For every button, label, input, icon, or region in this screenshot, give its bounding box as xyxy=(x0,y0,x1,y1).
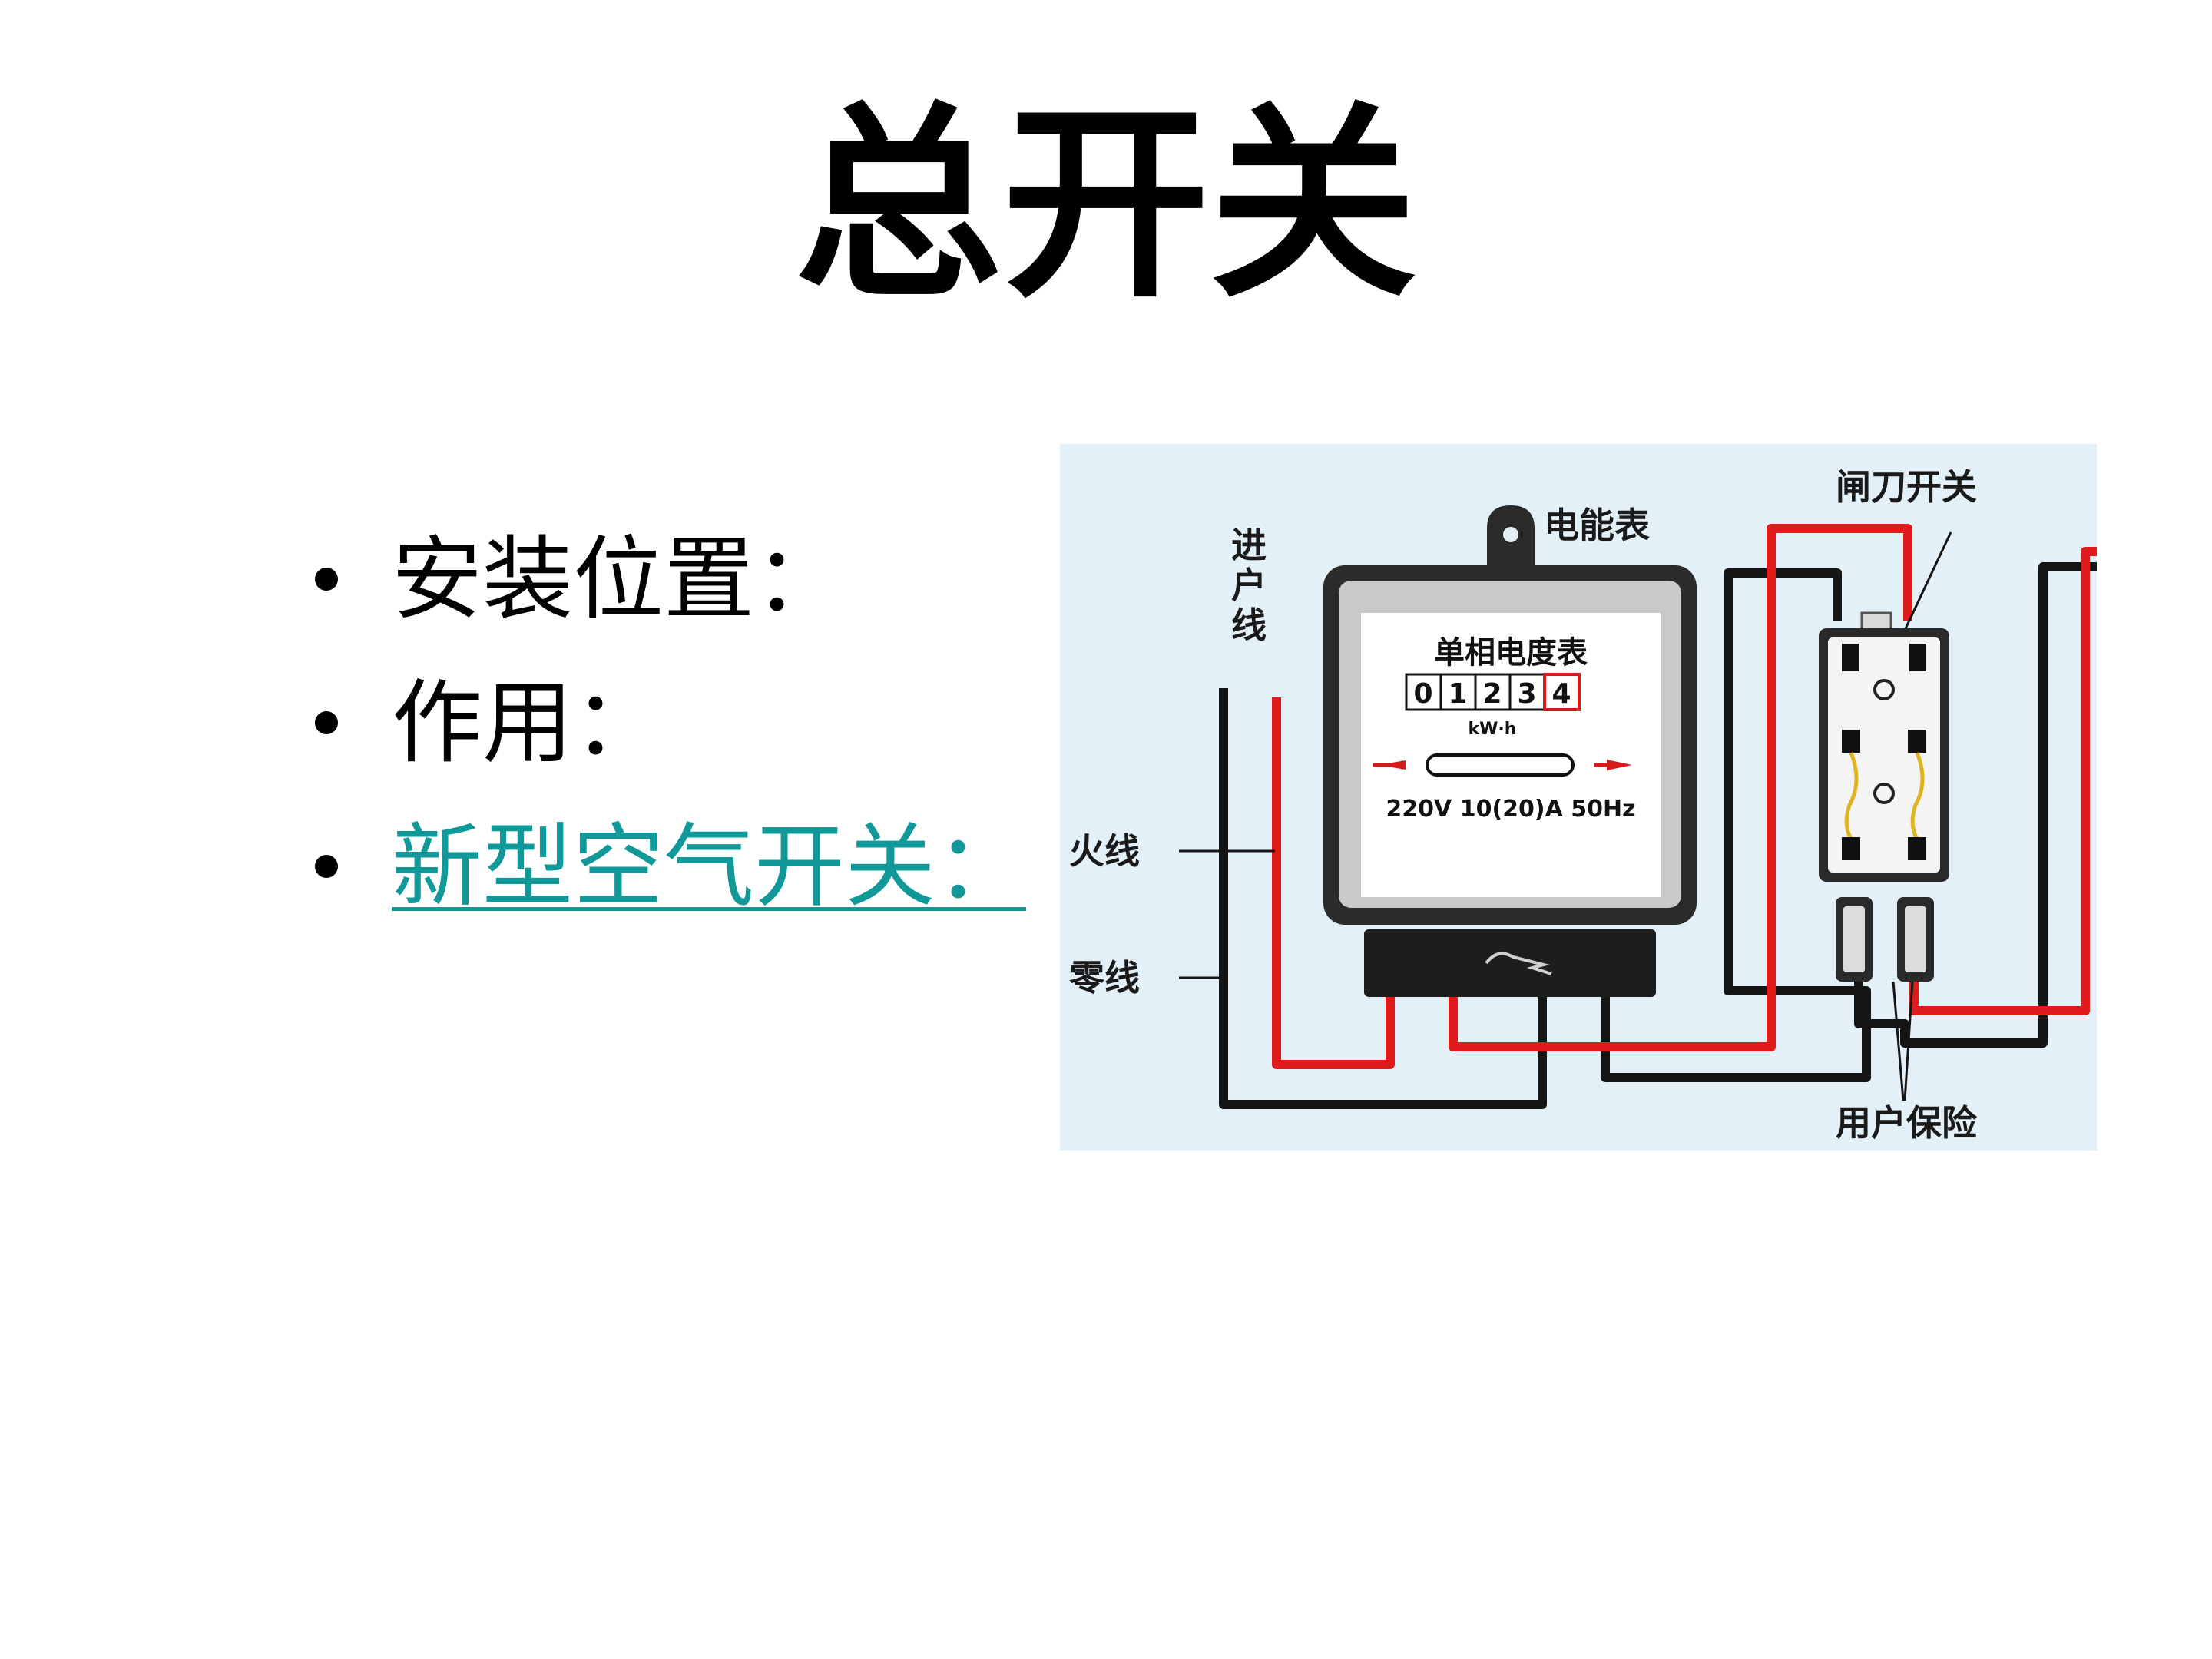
digit-box xyxy=(1508,673,1546,711)
air-switch-link[interactable]: 新型空气开关： xyxy=(392,813,1027,919)
bullet-text: 作用： xyxy=(392,669,664,776)
switch-top-clip xyxy=(1909,644,1926,671)
bullet-dot-icon xyxy=(315,854,338,878)
live-wires xyxy=(1272,524,2097,1069)
bullet-dot-icon xyxy=(315,567,338,591)
manufacturer-logo-icon xyxy=(1485,952,1552,975)
knife-switch xyxy=(1819,611,1949,982)
diagram-labels: 进 户 线 电能表 闸刀开关 火线 零线 用户保险 xyxy=(1069,466,1978,1144)
switch-bottom-clip xyxy=(1842,837,1860,860)
incoming-line-label: 线 xyxy=(1231,604,1267,646)
meter-digit: 2 xyxy=(1482,678,1502,710)
user-fuse-left-core xyxy=(1843,906,1865,972)
neutral-wire-out xyxy=(1854,562,2097,1048)
switch-top-clip xyxy=(1842,644,1859,671)
switch-pivot xyxy=(1873,783,1895,804)
incoming-line-label: 进 xyxy=(1231,525,1267,566)
arrow-out-icon xyxy=(1607,760,1632,770)
incoming-line-label: 户 xyxy=(1231,565,1267,606)
bullet-dot-icon xyxy=(315,710,338,734)
fuse-leader-left xyxy=(1892,981,1905,1101)
live-wire-label: 火线 xyxy=(1069,830,1140,872)
digit-box xyxy=(1439,673,1477,711)
meter-terminal-cover xyxy=(1364,929,1656,997)
live-wire-out xyxy=(1909,547,2097,1015)
switch-pivot xyxy=(1873,679,1895,700)
switch-bottom-clip xyxy=(1908,837,1926,860)
meter-digit: 0 xyxy=(1413,678,1432,710)
bullet-install-location: 安装位置： xyxy=(315,507,1026,651)
page-title: 总开关 xyxy=(795,81,1417,326)
live-wire-to-switch xyxy=(1449,524,1912,1051)
digit-box-decimal xyxy=(1543,673,1581,711)
knife-switch-label: 闸刀开关 xyxy=(1836,466,1977,508)
meter-hanger-hole xyxy=(1503,527,1518,542)
meter-unit: kW·h xyxy=(1469,720,1517,739)
meter-digit: 4 xyxy=(1551,678,1571,710)
bullet-function: 作用： xyxy=(315,651,1026,794)
bullet-list: 安装位置： 作用： 新型空气开关： xyxy=(315,507,1026,938)
user-fuse-right-core xyxy=(1905,906,1926,972)
fuse-wire-left xyxy=(1844,752,1859,845)
switch-mid-clip xyxy=(1908,730,1926,753)
bullet-text: 安装位置： xyxy=(392,525,846,632)
digit-box xyxy=(1405,673,1442,711)
meter-digit: 3 xyxy=(1517,678,1536,710)
switch-mid-clip xyxy=(1842,730,1860,753)
electric-meter: 单相电度表 0 1 2 3 4 kW·h 220V 10(20)A 50Hz xyxy=(1323,505,1697,997)
fuse-wire-right xyxy=(1910,752,1925,845)
meter-rating: 220V 10(20)A 50Hz xyxy=(1386,796,1635,823)
user-fuse-label: 用户保险 xyxy=(1836,1102,1978,1144)
meter-label: 电能表 xyxy=(1544,505,1650,546)
meter-face-title: 单相电度表 xyxy=(1434,635,1588,671)
digit-box xyxy=(1474,673,1512,711)
wiring-diagram: 单相电度表 0 1 2 3 4 kW·h 220V 10(20)A 50Hz xyxy=(1060,444,2097,1151)
meter-rotor-window xyxy=(1426,753,1575,777)
live-wire-in xyxy=(1272,697,1395,1069)
neutral-wire-to-switch xyxy=(1601,568,1871,1082)
neutral-wire-label: 零线 xyxy=(1069,957,1140,998)
meter-counter: 0 1 2 3 4 xyxy=(1405,673,1581,711)
meter-digit: 1 xyxy=(1448,678,1467,710)
fuse-leader-right xyxy=(1903,981,1914,1101)
bullet-air-switch[interactable]: 新型空气开关： xyxy=(315,794,1026,938)
